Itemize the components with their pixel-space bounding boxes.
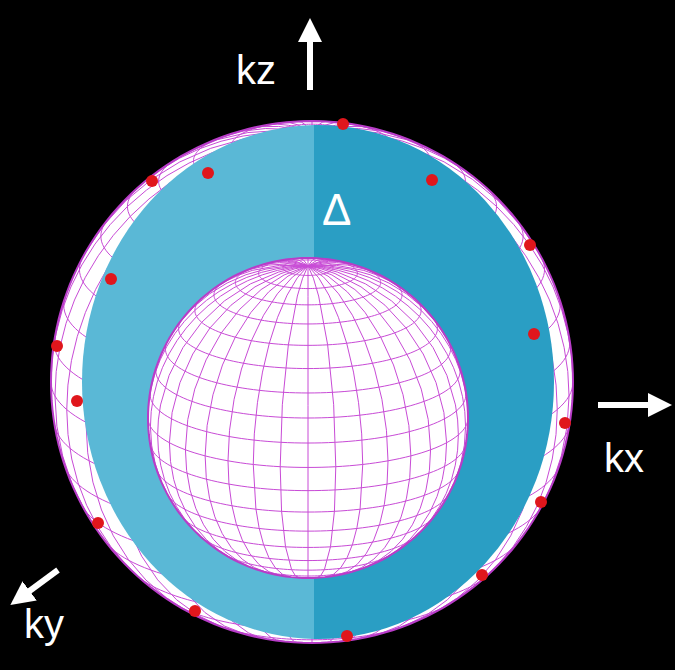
energy-shell: [82, 125, 554, 639]
kz-label: kz: [236, 50, 276, 90]
kz-arrow: [307, 30, 313, 90]
kx-arrow: [598, 402, 660, 408]
state-dot: [71, 395, 83, 407]
state-dot: [337, 118, 349, 130]
ky-arrow: [20, 570, 58, 598]
state-dot: [528, 328, 540, 340]
state-dot: [202, 167, 214, 179]
state-dot: [476, 569, 488, 581]
state-dot: [426, 174, 438, 186]
kx-label: kx: [604, 438, 644, 478]
axis-arrows: [20, 30, 660, 598]
sphere-fill: [51, 121, 573, 643]
shell-left: [82, 125, 314, 639]
sphere-outline: [51, 121, 573, 643]
state-dot: [92, 517, 104, 529]
sphere-grid: [148, 258, 468, 578]
state-dot: [524, 239, 536, 251]
state-dot: [146, 175, 158, 187]
state-dot: [559, 417, 571, 429]
inner-sphere: [148, 258, 468, 578]
sphere-fill: [148, 258, 468, 578]
sphere-outline: [148, 258, 468, 578]
shell-right: [314, 125, 554, 639]
delta-label: Δ: [322, 188, 351, 232]
outer-sphere: [51, 121, 573, 643]
sphere-grid: [51, 121, 573, 643]
state-dot: [189, 605, 201, 617]
state-dot: [535, 496, 547, 508]
state-dot: [341, 630, 353, 642]
red-dots: [51, 118, 571, 642]
state-dot: [105, 273, 117, 285]
ky-label: ky: [24, 604, 64, 644]
state-dot: [51, 340, 63, 352]
